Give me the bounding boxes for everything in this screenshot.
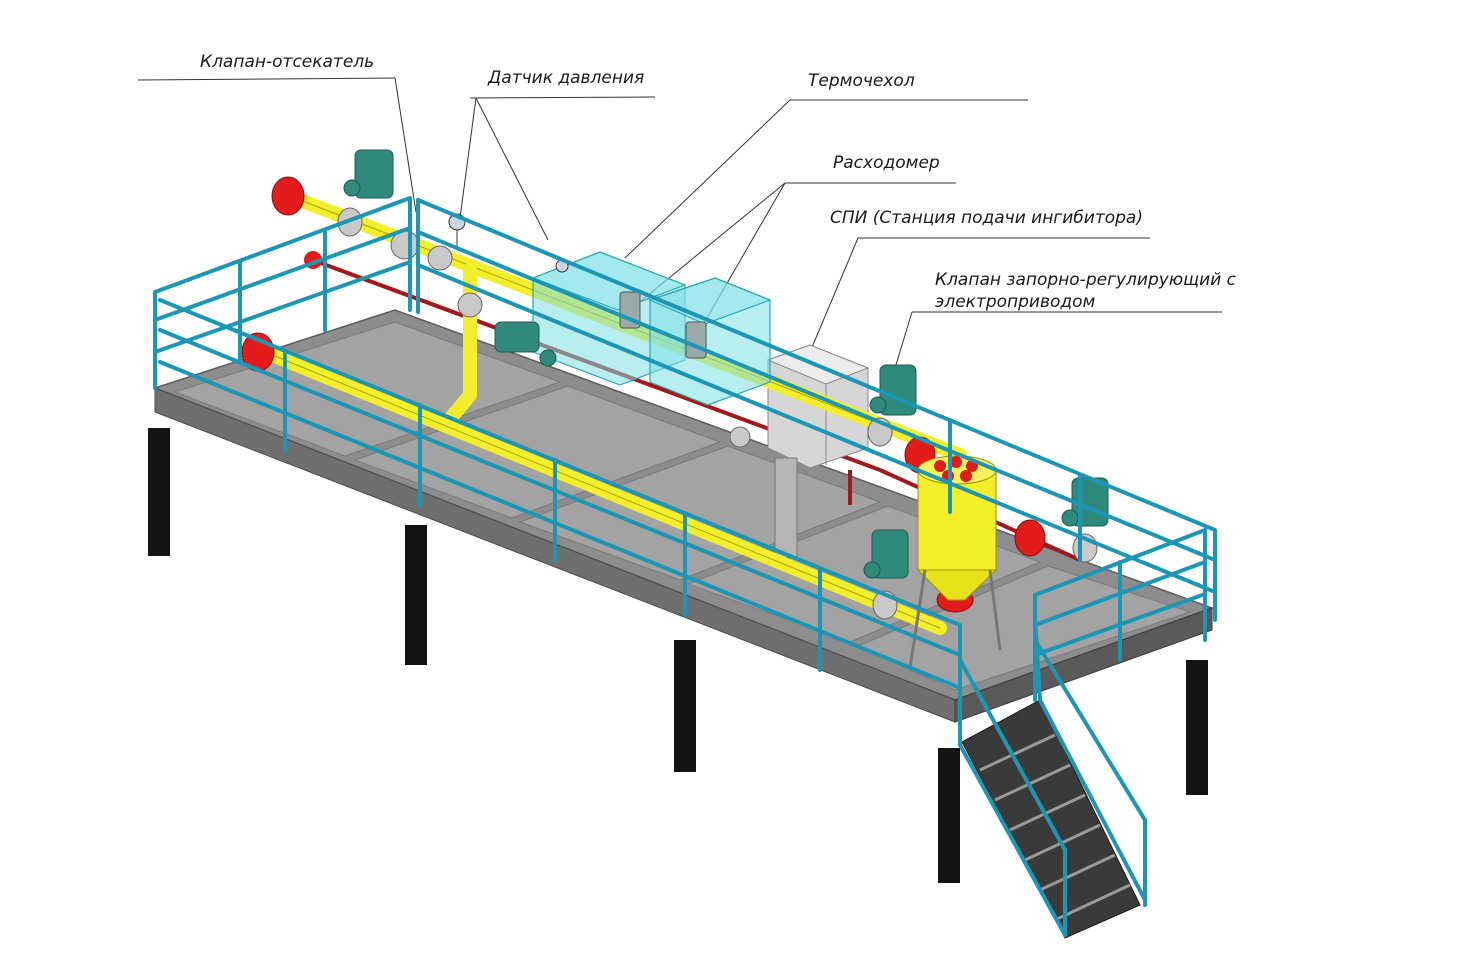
railings: [153, 196, 1217, 747]
stairs: [958, 616, 1147, 939]
label-flowmeter: Расходомер: [833, 153, 940, 173]
label-control-valve-line2: электроприводом: [935, 292, 1096, 312]
main-pipe-front: [258, 345, 947, 635]
label-thermo-cover: Термочехол: [808, 71, 915, 91]
leader-lines: [137, 77, 1222, 369]
support-legs: [148, 428, 1208, 883]
label-pressure-sensor: Датчик давления: [488, 68, 645, 88]
label-cutoff-valve: Клапан-отсекатель: [200, 52, 375, 72]
label-spi-station: СПИ (Станция подачи ингибитора): [830, 208, 1143, 228]
label-control-valve-line1: Клапан запорно-регулирующий с: [935, 270, 1236, 290]
